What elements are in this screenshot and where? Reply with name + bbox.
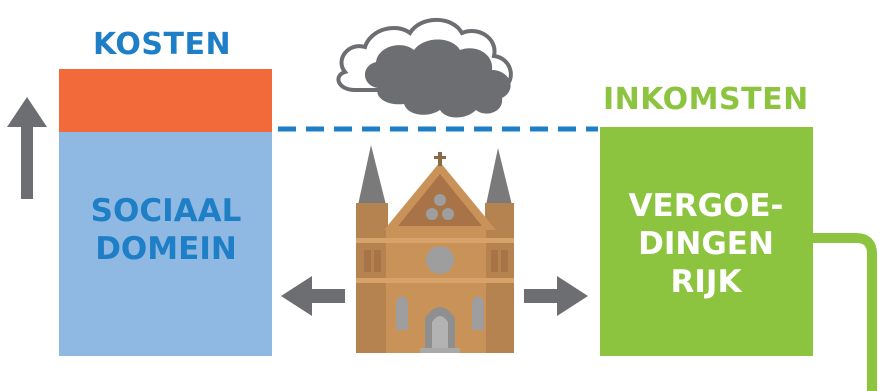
- church-icon: [356, 145, 514, 353]
- vergoedingen-rijk-label: VERGOE- DINGEN RIJK: [600, 187, 812, 301]
- vergoedingen-rijk-label-line3: RIJK: [670, 264, 742, 300]
- vergoedingen-rijk-label-line2: DINGEN: [638, 226, 774, 262]
- sociaal-domein-label-line1: SOCIAAL: [90, 193, 242, 229]
- costs-increase-block: [59, 69, 272, 132]
- costs-title: KOSTEN: [93, 27, 232, 62]
- vergoedingen-rijk-label-line1: VERGOE-: [628, 188, 784, 224]
- left-arrow-icon: [281, 276, 345, 316]
- sociaal-domein-label-line2: DOMEIN: [95, 231, 237, 267]
- cloud-icon: [336, 17, 513, 118]
- right-arrow-icon: [524, 276, 588, 316]
- inkomsten-block: [600, 127, 813, 356]
- sociaal-domein-label: SOCIAAL DOMEIN: [60, 192, 272, 268]
- up-arrow-icon: [7, 97, 47, 199]
- income-title: INKOMSTEN: [603, 82, 809, 117]
- pipe-line-icon: [813, 233, 877, 391]
- sociaal-domein-block: [59, 132, 272, 356]
